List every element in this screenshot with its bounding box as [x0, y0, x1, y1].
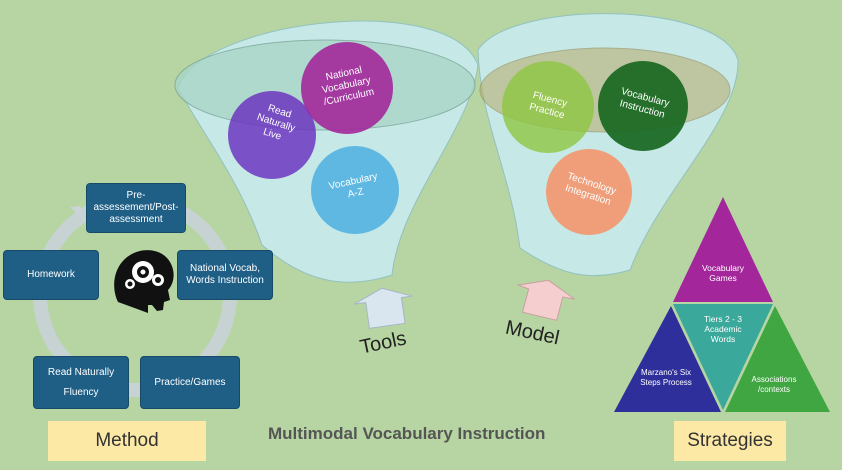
strategy-middle-label: Tiers 2 - 3 Academic Words: [704, 314, 742, 344]
strategy-left-triangle: [614, 306, 721, 412]
strategy-middle-triangle: [673, 304, 773, 410]
cycle-box-practice-games: Practice/Games: [140, 356, 240, 409]
head-gears-icon: [114, 250, 174, 313]
strategy-top-label: Vocabulary Games: [701, 263, 745, 283]
strategy-left-label: Marzano's Six Steps Process: [640, 368, 692, 387]
strategies-triangle: [614, 197, 830, 412]
model-circle-technology: TechnologyIntegration: [546, 149, 632, 235]
model-funnel: [477, 13, 739, 277]
strategy-right-triangle: [725, 306, 830, 412]
tools-circle-national-vocab: NationalVocabulary/Curriculum: [301, 42, 393, 134]
cycle-box-pre-post-assessment: Pre-assessement/Post-assessment: [86, 183, 186, 233]
cycle-arrow-icon: [70, 206, 86, 222]
tools-circle-vocabulary-az: VocabularyA-Z: [311, 146, 399, 234]
tools-arrow-icon: [353, 287, 413, 329]
cycle-box-read-naturally-line1: Read Naturally: [47, 366, 115, 378]
model-arrow-icon: [516, 279, 575, 321]
model-circle-fluency: FluencyPractice: [502, 61, 594, 153]
strategies-label: Strategies: [674, 421, 786, 461]
method-label: Method: [48, 421, 206, 461]
strategy-right-label: Associations /contexts: [751, 375, 797, 394]
cycle-box-read-naturally-line2: Fluency: [63, 386, 99, 398]
cycle-box-homework: Homework: [3, 250, 99, 300]
model-circle-vocab-instruction: VocabularyInstruction: [598, 61, 688, 151]
tools-circle-read-naturally: ReadNaturallyLive: [228, 91, 316, 179]
diagram-title: Multimodal Vocabulary Instruction: [268, 424, 546, 443]
strategy-top-triangle: [673, 197, 773, 302]
cycle-box-national-vocab: National Vocab, Words Instruction: [177, 250, 273, 300]
cycle-box-read-naturally: Read Naturally Fluency: [33, 356, 129, 409]
